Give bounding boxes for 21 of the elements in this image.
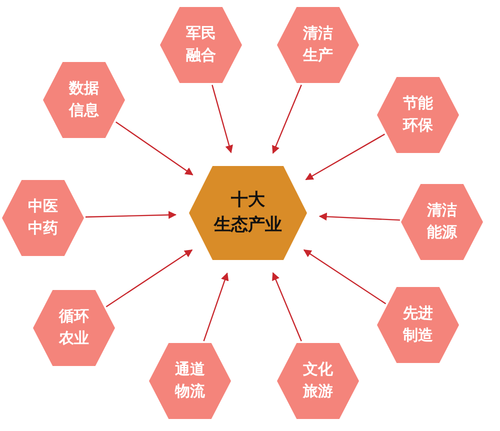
arrow xyxy=(106,250,193,308)
arrow xyxy=(212,84,233,154)
hexagon-node: 节能环保 xyxy=(377,77,459,153)
arrow xyxy=(116,121,194,176)
hexagon-node: 清洁生产 xyxy=(277,7,359,83)
arrow xyxy=(85,210,177,219)
arrow xyxy=(203,272,229,342)
arrow xyxy=(305,134,385,180)
arrow xyxy=(272,272,302,342)
hexagon-node: 数据信息 xyxy=(43,62,125,138)
hexagon-node: 文化旅游 xyxy=(277,343,359,419)
hexagon-node: 十大生态产业 xyxy=(189,166,307,260)
hexagon-node: 先进制造 xyxy=(377,287,459,363)
arrow xyxy=(272,84,302,154)
hexagon-node: 军民融合 xyxy=(160,7,242,83)
hexagon-node: 循环农业 xyxy=(33,290,115,366)
hexagon-node: 通道物流 xyxy=(149,343,231,419)
hexagon-node: 中医中药 xyxy=(2,180,84,256)
arrow xyxy=(303,249,386,304)
hexagon-node: 清洁能源 xyxy=(401,184,483,260)
arrow xyxy=(318,212,400,221)
